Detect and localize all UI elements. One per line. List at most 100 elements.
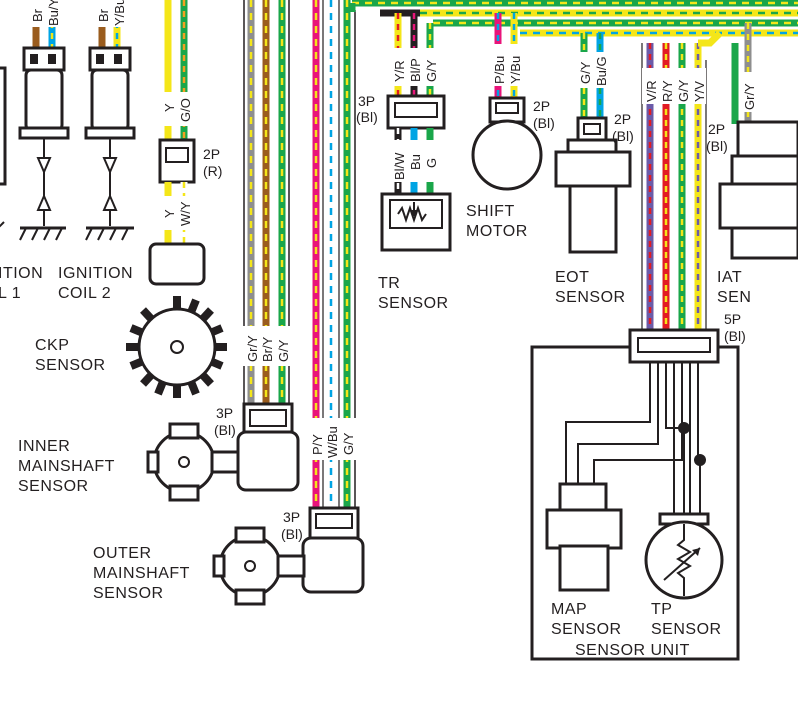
wire-label-shift-pbu: P/Bu — [492, 56, 507, 84]
wire-label-su-ry: R/Y — [660, 80, 675, 102]
sensor-unit — [530, 328, 740, 661]
wire-label-coil1-buy: Bu/Y — [46, 0, 61, 26]
junction-dot-2 — [694, 454, 706, 466]
wire-label-inner-gry: Gr/Y — [245, 335, 260, 362]
wire-label-su-vr: V/R — [644, 80, 659, 102]
tr-connector-label-1: 3P — [358, 93, 375, 109]
coil2-terminal-block — [148, 242, 206, 286]
junction-dot-1 — [678, 422, 690, 434]
wire-label-coil2-y: Y — [162, 103, 177, 112]
wire-label-inner-bry: Br/Y — [260, 336, 275, 362]
wire-labels: Br Bu/Y Br Y/Bu Y G/O Y W/Y Y/R Bl/P G/Y… — [30, 0, 761, 460]
inner-mainshaft-label-2: MAINSHAFT — [18, 458, 115, 475]
wire-label-eot-bug: Bu/G — [594, 56, 609, 86]
ckp-sensor — [126, 296, 227, 398]
tr-sensor-label-2: SENSOR — [378, 295, 449, 312]
su-connector-label-2: (Bl) — [724, 328, 746, 344]
wire-label-su-yv: Y/V — [692, 81, 707, 102]
coil1-arrow-down — [36, 157, 52, 175]
coil2-connector-label-2: (R) — [203, 163, 222, 179]
ignition-coil-1-label-2: L 1 — [0, 285, 21, 302]
inner-mainshaft-label-1: INNER — [18, 438, 70, 455]
inner-mainshaft-sensor — [146, 402, 300, 502]
su-connector-label-1: 5P — [724, 311, 741, 327]
tp-sensor-label-1: TP — [651, 601, 672, 618]
inner-mainshaft-label-3: SENSOR — [18, 478, 89, 495]
map-sensor-label-2: SENSOR — [551, 621, 622, 638]
tr-sensor-label-1: TR — [378, 275, 400, 292]
wire-label-outer-wbu: W/Bu — [325, 426, 340, 458]
map-sensor-body — [545, 508, 623, 550]
wire-label-tr-gy: G/Y — [424, 59, 439, 82]
wire-label-tr-yr: Y/R — [392, 60, 407, 82]
wire-label-iat-gry: Gr/Y — [742, 83, 757, 110]
outer-mainshaft-label-1: OUTER — [93, 545, 152, 562]
eot-probe — [568, 184, 618, 254]
wire-label-coil2-ybu: Y/Bu — [112, 0, 127, 26]
ckp-hub — [170, 340, 184, 354]
wire-label-eot-gy: G/Y — [578, 61, 593, 84]
top-harness-bus — [352, 0, 798, 37]
tp-potentiometer — [676, 524, 692, 596]
iat-connector-label-2: (Bl) — [706, 138, 728, 154]
sensor-unit-internal-wires — [565, 362, 701, 516]
outer-connector-label-1: 3P — [283, 509, 300, 525]
sensor-unit-label: SENSOR UNIT — [575, 642, 690, 659]
eot-connector-label-2: (Bl) — [612, 128, 634, 144]
coil-left-partial — [0, 66, 7, 186]
wire-label-outer-py: P/Y — [310, 434, 325, 455]
inner-sensor-body — [236, 430, 300, 492]
connector-labels: 2P (R) 3P (Bl) 2P (Bl) 2P (Bl) 2P (Bl) 5… — [203, 93, 746, 542]
inner-connector-label-2: (Bl) — [214, 422, 236, 438]
ckp-sensor-label-1: CKP — [35, 337, 69, 354]
wire-label-tr-blw: Bl/W — [392, 152, 407, 180]
iat-body — [718, 182, 798, 230]
coil2-signal-wires — [148, 0, 206, 286]
coil2-connector-label-1: 2P — [203, 146, 220, 162]
coil1-body — [24, 68, 64, 132]
shift-connector-label-2: (Bl) — [533, 115, 555, 131]
map-sensor-connector — [558, 482, 608, 514]
wire-label-tr-bu: Bu — [408, 154, 423, 170]
eot-connector-label-1: 2P — [614, 111, 631, 127]
wire-label-coil2-wy: W/Y — [178, 201, 193, 226]
wire-label-coil1-br: Br — [30, 8, 45, 22]
inner-connector-label-1: 3P — [216, 405, 233, 421]
eot-sensor-label-1: EOT — [555, 269, 589, 286]
outer-mainshaft-sensor — [212, 506, 365, 606]
iat-sensor — [718, 23, 798, 260]
wire-label-tr-g: G — [424, 158, 439, 168]
ignition-coil-2-label-1: IGNITION — [58, 265, 133, 282]
wire-label-coil2-y2: Y — [162, 209, 177, 218]
iat-sensor-label-1: IAT — [717, 269, 742, 286]
iat-2p-connector — [736, 120, 798, 160]
wire-label-shift-ybu: Y/Bu — [508, 56, 523, 84]
shift-motor — [471, 13, 543, 191]
ignition-coil-1-label-1: ITION — [0, 265, 43, 282]
tp-sensor-label-2: SENSOR — [651, 621, 722, 638]
tr-connector-label-2: (Bl) — [356, 109, 378, 125]
tr-resistor — [397, 204, 427, 224]
outer-mainshaft-label-3: SENSOR — [93, 585, 164, 602]
shift-connector-label-1: 2P — [533, 98, 550, 114]
eot-sensor-label-2: SENSOR — [555, 289, 626, 306]
shift-motor-label-2: MOTOR — [466, 223, 528, 240]
eot-sensor — [554, 33, 632, 254]
shift-motor-body — [471, 119, 543, 191]
wire-label-su-gy: G/Y — [676, 79, 691, 102]
iat-sensor-label-2: SEN — [717, 289, 751, 306]
wire-label-inner-gy: G/Y — [276, 339, 291, 362]
coil1-arrow-up — [36, 193, 52, 211]
coil2-arrow-up — [102, 193, 118, 211]
ignition-coil-2 — [84, 0, 136, 241]
ckp-sensor-label-2: SENSOR — [35, 357, 106, 374]
outer-mainshaft-label-2: MAINSHAFT — [93, 565, 190, 582]
eot-body — [554, 150, 632, 188]
wire-label-coil2-go: G/O — [178, 98, 193, 122]
outer-sensor-body — [301, 536, 365, 594]
iat-connector-label-1: 2P — [708, 121, 725, 137]
wire-label-outer-gy: G/Y — [341, 432, 356, 455]
coil2-body — [90, 68, 130, 132]
shift-motor-label-1: SHIFT — [466, 203, 515, 220]
outer-connector-label-2: (Bl) — [281, 526, 303, 542]
